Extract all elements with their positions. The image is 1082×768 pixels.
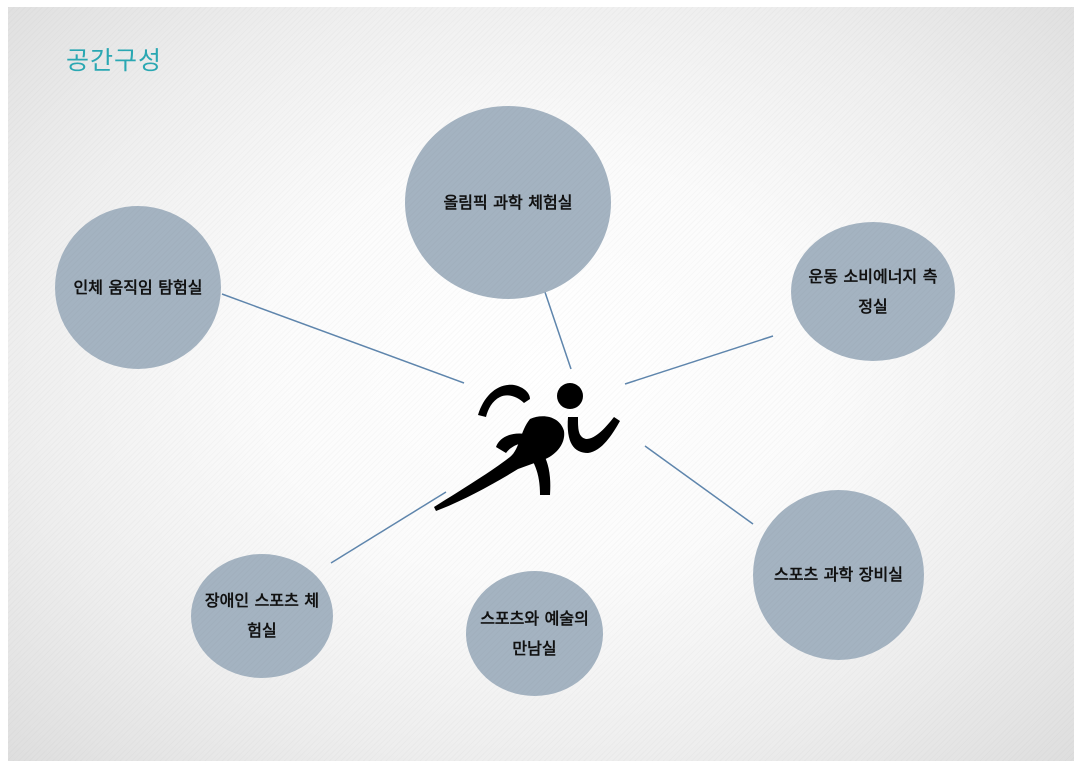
room-label: 스포츠와 예술의 만남실 [480,608,589,658]
room-body-motion[interactable]: 인체 움직임 탐험실 [55,206,221,369]
link-body-motion [221,293,465,384]
room-energy[interactable]: 운동 소비에너지 측정실 [791,222,955,361]
link-energy [624,335,774,385]
slide: 공간구성 올림픽 과학 체험실 인체 움직임 탐험실 운동 소비에너지 측정실 … [8,7,1074,761]
room-label: 인체 움직임 탐험실 [73,277,203,297]
room-olympic[interactable]: 올림픽 과학 체험실 [405,106,611,299]
room-label: 스포츠 과학 장비실 [774,565,903,584]
running-person-icon [434,383,620,511]
link-equipment [644,445,754,525]
room-label: 올림픽 과학 체험실 [443,192,573,212]
link-disabled [330,491,447,564]
room-label: 장애인 스포츠 체험실 [204,591,320,640]
room-equipment[interactable]: 스포츠 과학 장비실 [753,490,924,660]
room-art[interactable]: 스포츠와 예술의 만남실 [466,571,603,696]
room-disabled[interactable]: 장애인 스포츠 체험실 [191,554,333,678]
slide-title: 공간구성 [66,46,163,75]
room-label: 운동 소비에너지 측정실 [808,266,938,316]
